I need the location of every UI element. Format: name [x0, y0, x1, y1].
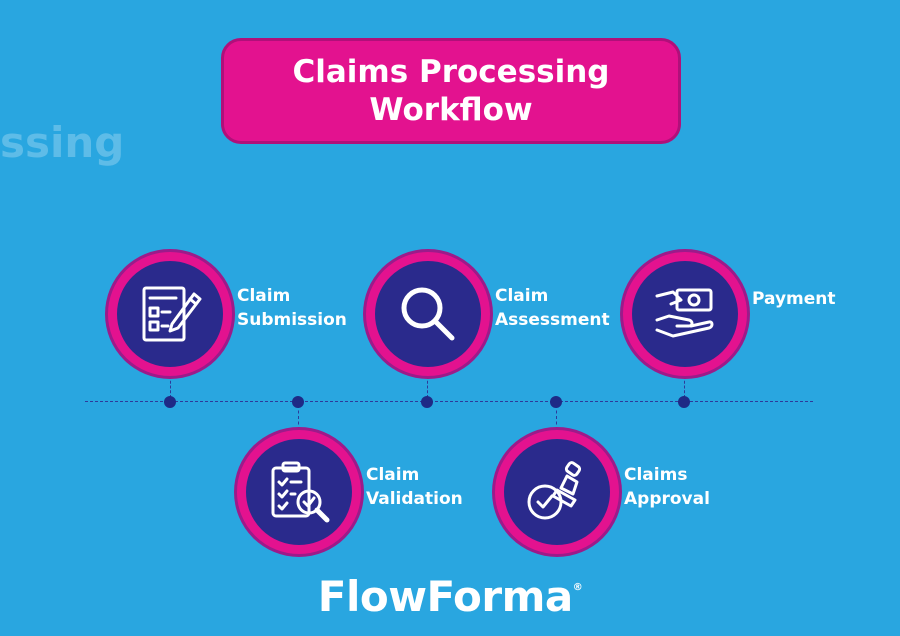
timeline-dot — [164, 396, 176, 408]
brand-name: FlowForma — [317, 572, 573, 621]
stem-payment — [684, 376, 685, 398]
step-payment-label: Payment — [752, 287, 836, 311]
title-line-1: Claims Processing — [292, 54, 610, 90]
stem-assessment — [427, 376, 428, 398]
step-label-line1: Claim — [366, 465, 420, 485]
step-label-line2: Assessment — [495, 310, 610, 330]
title-banner: Claims Processing Workflow — [221, 38, 681, 144]
magnifier-icon — [401, 287, 455, 341]
approval-stamp-icon — [527, 461, 582, 520]
document-pen-icon — [142, 286, 202, 342]
step-payment-circle — [623, 252, 747, 376]
step-label-line2: Submission — [237, 310, 347, 330]
step-label-line1: Payment — [752, 289, 836, 309]
stem-approval — [556, 405, 557, 430]
ghost-text-left: ssing — [0, 118, 125, 167]
timeline-dot — [678, 396, 690, 408]
step-label-line2: Approval — [624, 489, 710, 509]
stem-validation — [298, 405, 299, 430]
step-validation-circle — [237, 430, 361, 554]
timeline-line — [85, 401, 813, 402]
step-validation-label: Claim Validation — [366, 463, 463, 511]
step-approval-circle — [495, 430, 619, 554]
step-label-line1: Claim — [237, 286, 291, 306]
timeline-dot — [421, 396, 433, 408]
registered-mark: ® — [572, 582, 583, 593]
step-label-line1: Claims — [624, 465, 688, 485]
step-assessment-circle — [366, 252, 490, 376]
flowforma-logo: FlowForma® — [0, 572, 900, 621]
title-line-2: Workflow — [369, 92, 533, 128]
timeline-dot — [550, 396, 562, 408]
step-submission-circle — [108, 252, 232, 376]
stem-submission — [170, 376, 171, 398]
timeline-dot — [292, 396, 304, 408]
step-submission-label: Claim Submission — [237, 284, 347, 332]
step-assessment-label: Claim Assessment — [495, 284, 610, 332]
step-label-line2: Validation — [366, 489, 463, 509]
step-approval-label: Claims Approval — [624, 463, 710, 511]
clipboard-check-icon — [271, 461, 330, 523]
hand-money-icon — [655, 288, 714, 338]
step-label-line1: Claim — [495, 286, 549, 306]
